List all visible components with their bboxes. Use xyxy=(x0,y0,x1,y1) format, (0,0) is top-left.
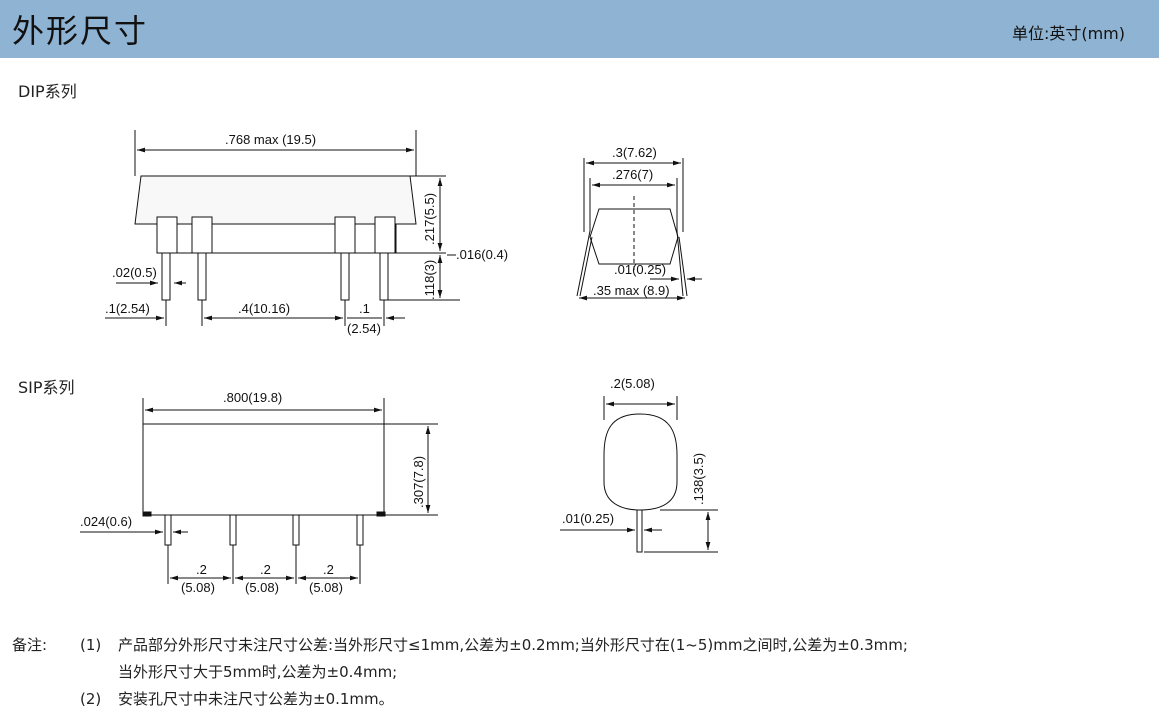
sip-pitch-3-bottom: (5.08) xyxy=(309,580,343,595)
dip-height-label: .217(5.5) xyxy=(422,193,437,245)
dip-front-view xyxy=(105,130,460,326)
note-2-line-1: 安装孔尺寸中未注尺寸公差为±0.1mm。 xyxy=(118,690,394,708)
sip-side-lead-label: .01(0.25) xyxy=(562,511,614,526)
sip-side-view xyxy=(560,396,718,553)
note-2-number: (2) xyxy=(80,690,102,708)
note-1-line-2: 当外形尺寸大于5mm时,公差为±0.4mm; xyxy=(118,663,398,681)
dip-side-inner-label: .276(7) xyxy=(612,167,653,182)
dip-side-view xyxy=(576,158,702,301)
dip-pitch-a-label: .1(2.54) xyxy=(105,301,150,316)
dip-side-lead-label: .01(0.25) xyxy=(614,262,666,277)
dip-side-outer-label: .3(7.62) xyxy=(612,145,657,160)
sip-length-label: .800(19.8) xyxy=(223,390,282,405)
dip-side-max-label: .35 max (8.9) xyxy=(593,283,670,298)
dip-section-label: DIP系列 xyxy=(18,82,77,101)
dip-pin-length-label: .118(3) xyxy=(422,260,437,300)
header-bar: 外形尺寸 单位:英寸(mm) xyxy=(0,0,1159,58)
page-title: 外形尺寸 xyxy=(12,12,149,50)
sip-pitch-2-bottom: (5.08) xyxy=(245,580,279,595)
dip-length-label: .768 max (19.5) xyxy=(225,132,316,147)
sip-pin-width-label: .024(0.6) xyxy=(80,514,132,529)
sip-front-view xyxy=(80,398,438,584)
sip-pitch-2-top: .2 xyxy=(260,562,271,577)
sip-pitch-1-bottom: (5.08) xyxy=(181,580,215,595)
sip-side-width-label: .2(5.08) xyxy=(610,376,655,391)
sip-height-label: .307(7.8) xyxy=(411,456,426,508)
dip-pitch-c-top-label: .1 xyxy=(359,301,370,316)
note-1-number: (1) xyxy=(80,636,102,654)
dip-pitch-c-bottom-label: (2.54) xyxy=(347,321,381,336)
unit-label: 单位:英寸(mm) xyxy=(1011,24,1125,43)
note-1-line-1: 产品部分外形尺寸未注尺寸公差:当外形尺寸≤1mm,公差为±0.2mm;当外形尺寸… xyxy=(118,636,908,654)
notes-label: 备注: xyxy=(12,636,48,654)
dip-pitch-b-label: .4(10.16) xyxy=(238,301,290,316)
dip-pin-width-label: .02(0.5) xyxy=(112,265,157,280)
sip-pitch-3-top: .2 xyxy=(323,562,334,577)
sip-pitch-1-top: .2 xyxy=(196,562,207,577)
sip-section-label: SIP系列 xyxy=(18,378,75,397)
sip-side-pin-length-label: .138(3.5) xyxy=(691,453,706,505)
dip-thickness-label: .016(0.4) xyxy=(456,247,508,262)
